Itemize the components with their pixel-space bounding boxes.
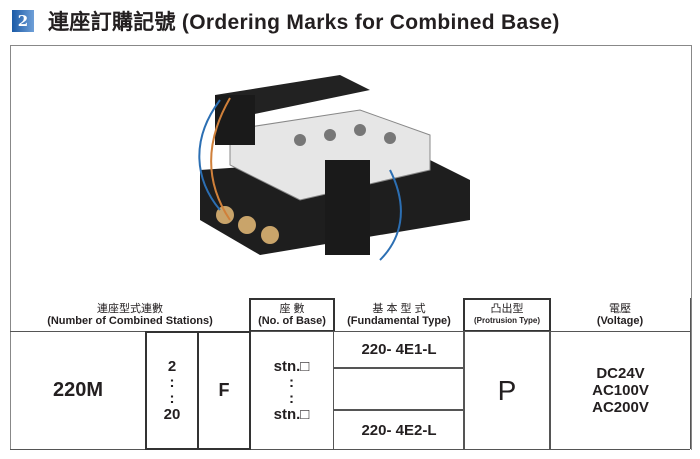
header-en: (Fundamental Type) bbox=[347, 314, 451, 327]
header-en: (No. of Base) bbox=[258, 315, 326, 327]
section-title: 2 連座訂購記號 (Ordering Marks for Combined Ba… bbox=[12, 8, 560, 34]
header-combined-stations: 連座型式連數 (Number of Combined Stations) bbox=[10, 298, 250, 331]
header-zh: 連座型式連數 bbox=[97, 302, 163, 315]
voltage-option: DC24V bbox=[596, 365, 645, 382]
header-zh: 凸出型 bbox=[490, 303, 524, 315]
dots: : bbox=[169, 373, 175, 391]
section-number-badge: 2 bbox=[12, 10, 34, 32]
header-voltage: 電壓 (Voltage) bbox=[550, 298, 690, 331]
model-code: 220M bbox=[52, 379, 104, 401]
header-zh: 座 數 bbox=[279, 303, 305, 315]
f-code: F bbox=[197, 331, 251, 450]
base-count: stn.□ : : stn.□ bbox=[250, 332, 334, 449]
voltage-list: DC24V AC100V AC200V bbox=[551, 332, 690, 449]
header-zh: 電壓 bbox=[609, 302, 631, 315]
header-protrusion-type: 凸出型 (Protrusion Type) bbox=[463, 298, 551, 332]
voltage-option: AC100V bbox=[592, 382, 649, 399]
stations-range: 2 : : 20 bbox=[145, 331, 199, 450]
content-frame bbox=[10, 45, 692, 450]
type-blank bbox=[334, 369, 464, 411]
dots: : bbox=[169, 389, 175, 407]
divider bbox=[549, 332, 551, 450]
valve-manifold-image bbox=[198, 75, 470, 261]
header-no-of-base: 座 數 (No. of Base) bbox=[249, 298, 335, 332]
dots: : bbox=[289, 373, 294, 391]
header-fundamental-type: 基 本 型 式 (Fundamental Type) bbox=[334, 298, 464, 331]
header-en: (Number of Combined Stations) bbox=[47, 314, 213, 327]
header-en: (Voltage) bbox=[596, 314, 644, 327]
type-1: 220- 4E1-L bbox=[334, 332, 464, 369]
type-2: 220- 4E2-L bbox=[361, 421, 437, 439]
protrusion-code: P bbox=[497, 374, 517, 406]
divider bbox=[10, 331, 690, 332]
stations-max: 20 bbox=[163, 405, 181, 423]
divider bbox=[463, 332, 465, 450]
divider bbox=[10, 449, 690, 450]
base-bottom: stn.□ bbox=[273, 405, 310, 423]
header-en: (Protrusion Type) bbox=[473, 316, 541, 325]
divider bbox=[690, 298, 691, 449]
dots: : bbox=[289, 389, 294, 407]
page-title: 連座訂購記號 (Ordering Marks for Combined Base… bbox=[48, 11, 560, 34]
base-top: stn.□ bbox=[273, 357, 310, 375]
header-zh: 基 本 型 式 bbox=[372, 302, 426, 315]
voltage-option: AC200V bbox=[592, 399, 649, 416]
stations-min: 2 bbox=[167, 357, 177, 375]
